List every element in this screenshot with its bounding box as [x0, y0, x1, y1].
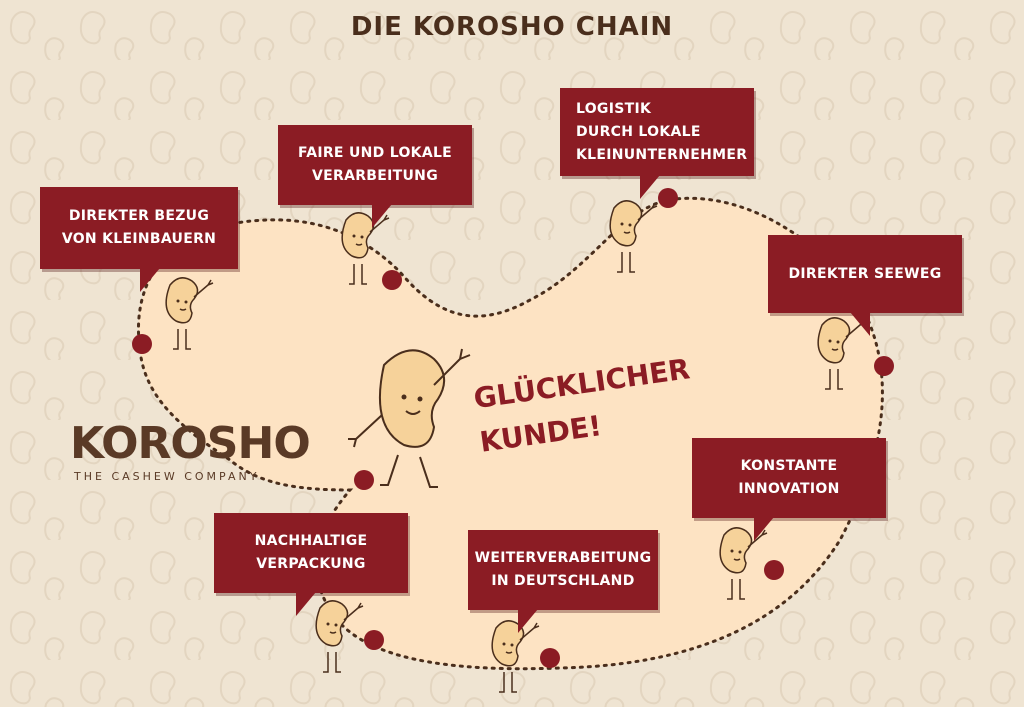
- step-bubble-sea-route: DIREKTER SEEWEG: [768, 235, 962, 313]
- cashew-mascot-icon: [609, 200, 658, 273]
- step-label: KONSTANTE INNOVATION: [738, 458, 840, 497]
- korosho-logo: KOROSHO THE CASHEW COMPANY: [70, 418, 311, 484]
- chain-dot: [364, 630, 384, 650]
- step-label: NACHHALTIGE VERPACKUNG: [254, 533, 368, 572]
- bubble-tail: [850, 312, 870, 336]
- cashew-mascot-icon: [817, 317, 866, 390]
- page-title: DIE KOROSHO CHAIN: [350, 12, 674, 42]
- chain-dot: [382, 270, 402, 290]
- step-label: FAIRE UND LOKALE VERARBEITUNG: [297, 145, 453, 184]
- step-bubble-direct-sourcing: DIREKTER BEZUG VON KLEINBAUERN: [40, 187, 238, 269]
- bubble-tail: [372, 204, 392, 228]
- chain-dot: [764, 560, 784, 580]
- step-bubble-fair-processing: FAIRE UND LOKALE VERARBEITUNG: [278, 125, 472, 205]
- logo-tagline: THE CASHEW COMPANY: [74, 470, 260, 483]
- bubble-tail: [140, 268, 160, 292]
- chain-dot: [132, 334, 152, 354]
- step-label: DIREKTER SEEWEG: [788, 265, 942, 282]
- chain-dot: [540, 648, 560, 668]
- step-label: WEITERVERABEITUNG IN DEUTSCHLAND: [474, 550, 652, 589]
- step-label: DIREKTER BEZUG VON KLEINBAUERN: [61, 208, 217, 247]
- step-bubble-processing-germany: WEITERVERABEITUNG IN DEUTSCHLAND: [468, 530, 658, 610]
- chain-dot: [874, 356, 894, 376]
- step-bubble-innovation: KONSTANTE INNOVATION: [692, 438, 886, 518]
- logo-wordmark: KOROSHO: [70, 418, 311, 469]
- cashew-mascot-icon: [165, 277, 214, 350]
- bubble-tail: [754, 517, 774, 541]
- bubble-tail: [640, 175, 660, 199]
- bubble-tail: [296, 592, 316, 616]
- chain-dot: [354, 470, 374, 490]
- chain-dot: [658, 188, 678, 208]
- step-label: LOGISTIK DURCH LOKALE KLEINUNTERNEHMER: [576, 100, 748, 163]
- cashew-mascot-icon: [315, 600, 364, 673]
- bubble-tail: [518, 609, 538, 633]
- happy-cashew-icon: [348, 348, 471, 488]
- step-bubble-logistics: LOGISTIK DURCH LOKALE KLEINUNTERNEHMER: [560, 88, 754, 176]
- step-bubble-packaging: NACHHALTIGE VERPACKUNG: [214, 513, 408, 593]
